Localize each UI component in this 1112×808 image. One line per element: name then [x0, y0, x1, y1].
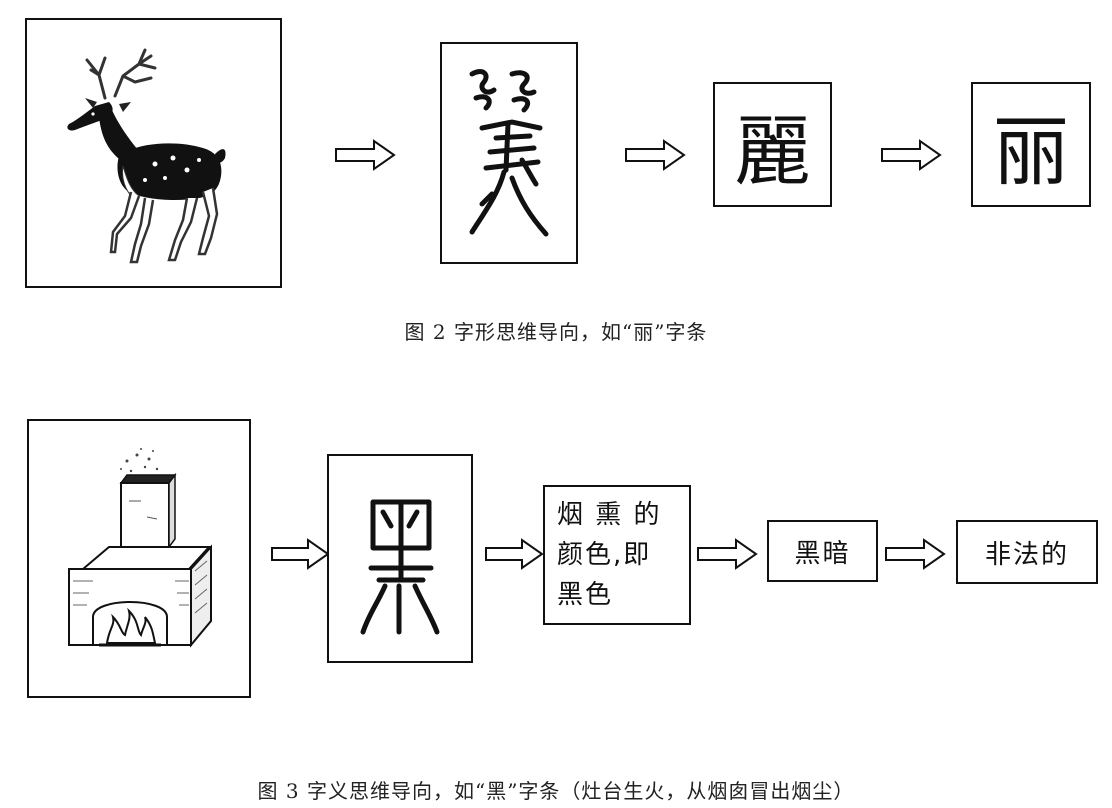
extended-meaning-box: 黑暗 [767, 520, 878, 582]
stove-picture-box [27, 419, 251, 698]
meaning-text-box: 烟 熏 的 颜色,即 黑色 [543, 485, 691, 625]
hollow-right-arrow-icon [271, 538, 330, 570]
regular-script-box: 麗 [713, 82, 832, 207]
extended-meaning-text: 黑暗 [794, 538, 851, 569]
hollow-right-arrow-icon [335, 139, 396, 171]
simplified-script-box: 丽 [971, 82, 1091, 207]
stove-chimney-illustration-icon [68, 448, 212, 648]
figure-3-caption: 图 3 字义思维导向，如“黑”字条（灶台生火，从烟囱冒出烟尘） [257, 779, 855, 803]
figurative-meaning-box: 非法的 [956, 520, 1098, 584]
meaning-line-1: 烟 熏 的 [557, 500, 662, 530]
arrow-3 [880, 139, 942, 171]
bronze-script-li-glyph [469, 69, 549, 237]
regular-script-glyph: 麗 [734, 106, 811, 196]
deer-picture-box [25, 18, 282, 288]
hollow-right-arrow-icon [885, 538, 946, 570]
figurative-meaning-text: 非法的 [984, 539, 1069, 570]
simplified-script-glyph: 丽 [993, 106, 1069, 196]
hollow-right-arrow-icon [485, 538, 544, 570]
hollow-right-arrow-icon [881, 139, 942, 171]
seal-script-hei-glyph [360, 499, 440, 635]
meaning-line-2: 颜色,即 [557, 540, 652, 570]
deer-illustration-icon [67, 48, 226, 264]
hollow-right-arrow-icon [697, 538, 758, 570]
hollow-right-arrow-icon [625, 139, 686, 171]
seal-script-hei-box [327, 454, 473, 663]
arrow-1 [334, 139, 396, 171]
arrow-7 [884, 538, 946, 570]
arrow-2 [624, 139, 686, 171]
arrow-5 [484, 538, 544, 570]
bronze-script-li-box [440, 42, 578, 264]
arrow-6 [696, 538, 758, 570]
arrow-4 [270, 538, 330, 570]
meaning-line-3: 黑色 [557, 580, 614, 610]
figure-2-caption: 图 2 字形思维导向，如“丽”字条 [404, 320, 708, 344]
